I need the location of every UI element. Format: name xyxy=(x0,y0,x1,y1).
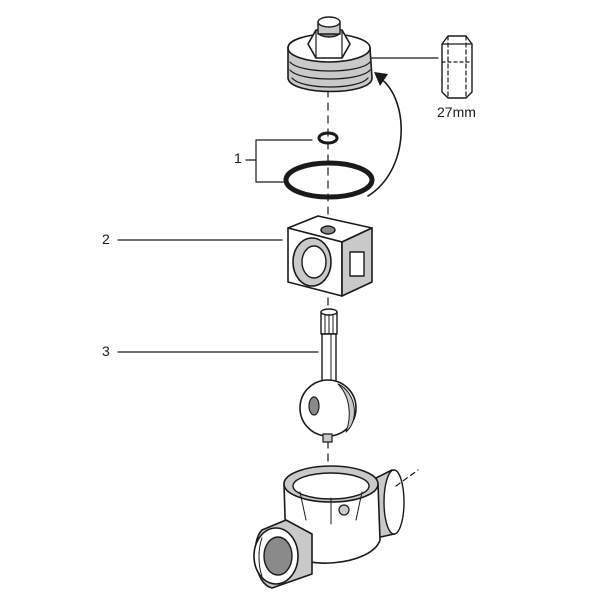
valve-body xyxy=(253,465,405,589)
outlet-axis xyxy=(395,469,419,487)
small-o-ring xyxy=(317,131,339,145)
callout-2-label: 2 xyxy=(102,231,110,247)
curved-arrow-icon xyxy=(367,72,402,197)
large-o-ring xyxy=(283,160,375,200)
bonnet-nut xyxy=(287,16,373,93)
hex-socket-icon xyxy=(441,35,473,99)
callout-1-leader xyxy=(245,139,313,183)
tool-size-label: 27mm xyxy=(437,104,476,120)
o-ring-seals xyxy=(283,131,375,200)
ball-holder-block xyxy=(287,215,373,297)
callout-1-label: 1 xyxy=(234,150,242,166)
stem-and-ball xyxy=(299,308,357,443)
callout-3-label: 3 xyxy=(102,343,110,359)
